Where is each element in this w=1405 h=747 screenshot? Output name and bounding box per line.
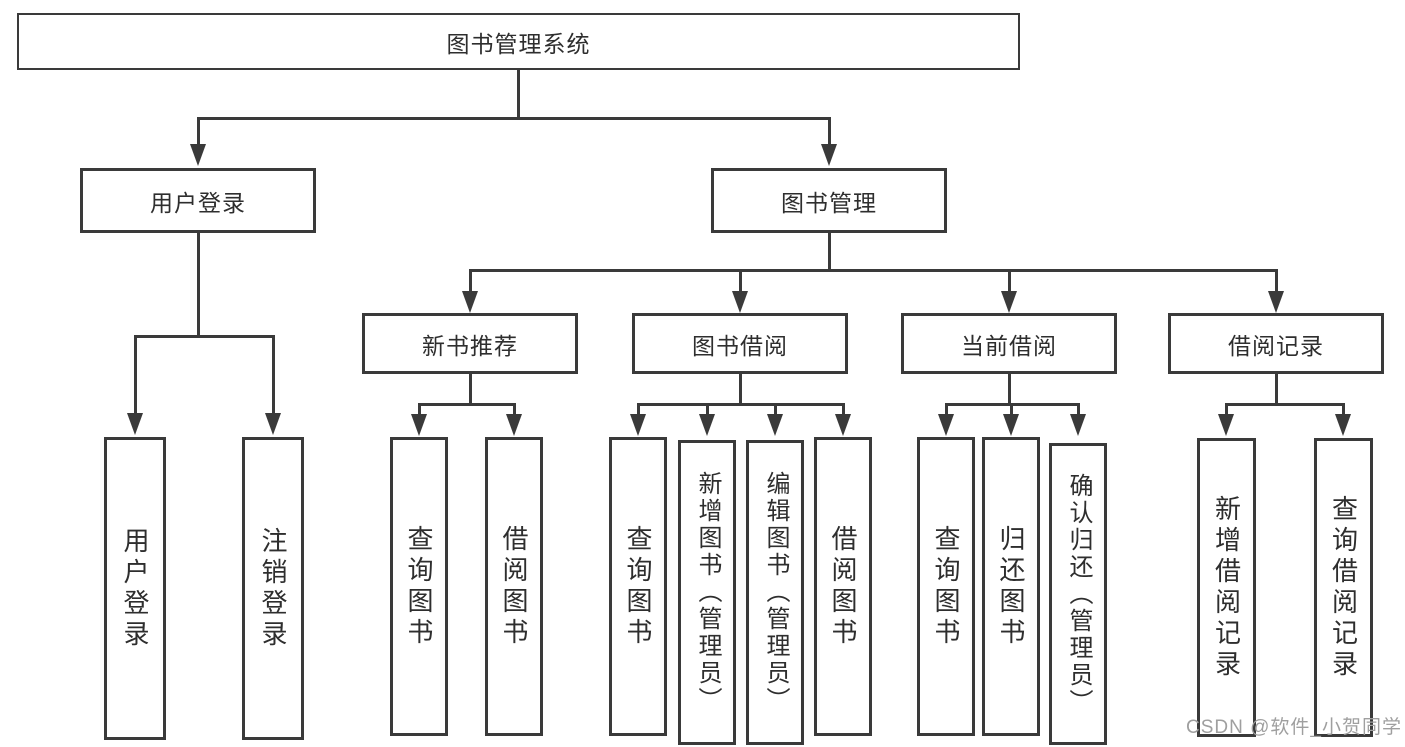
arrowhead-icon [462, 291, 478, 313]
node-new-book-recommend: 新书推荐 [362, 313, 578, 374]
connector-line [738, 374, 742, 406]
connector-line [468, 374, 472, 406]
node-borrow-records: 借阅记录 [1168, 313, 1384, 374]
connector-line [1076, 403, 1080, 416]
connector-line [512, 403, 516, 416]
connector-line [517, 69, 520, 119]
arrowhead-icon [1268, 291, 1284, 313]
connector-line [827, 117, 831, 150]
arrowhead-icon [506, 414, 522, 436]
arrowhead-icon [1001, 291, 1017, 313]
node-book-management: 图书管理 [711, 168, 947, 233]
leaf-user-login: 用户登录 [104, 437, 166, 740]
connector-line [1224, 403, 1345, 406]
node-user-login: 用户登录 [80, 168, 316, 233]
arrowhead-icon [821, 144, 837, 166]
leaf-query-books-3: 查询图书 [917, 437, 975, 736]
arrowhead-icon [835, 414, 851, 436]
arrowhead-icon [630, 414, 646, 436]
connector-line [827, 233, 831, 272]
connector-line [133, 335, 137, 415]
connector-line [841, 403, 845, 416]
arrowhead-icon [127, 413, 143, 435]
connector-line [196, 233, 200, 337]
arrowhead-icon [699, 414, 715, 436]
connector-line [1341, 403, 1345, 416]
connector-line [133, 335, 275, 338]
leaf-borrow-books-1: 借阅图书 [485, 437, 543, 736]
connector-line [1007, 269, 1011, 293]
connector-line [417, 403, 516, 406]
connector-line [944, 403, 948, 416]
arrowhead-icon [767, 414, 783, 436]
connector-line [738, 269, 742, 293]
arrowhead-icon [732, 291, 748, 313]
connector-line [196, 117, 200, 150]
connector-line [271, 335, 275, 415]
arrowhead-icon [265, 413, 281, 435]
arrowhead-icon [1003, 414, 1019, 436]
arrowhead-icon [1070, 414, 1086, 436]
node-root-system: 图书管理系统 [17, 13, 1020, 70]
connector-line [468, 269, 472, 293]
leaf-add-books-admin: 新增图书（管理员） [678, 440, 736, 745]
connector-line [1224, 403, 1228, 416]
leaf-edit-books-admin: 编辑图书（管理员） [746, 440, 804, 745]
csdn-watermark: CSDN @软件_小贺同学 [1186, 717, 1402, 738]
leaf-borrow-books-2: 借阅图书 [814, 437, 872, 736]
connector-line [1009, 403, 1013, 416]
connector-line [468, 269, 1278, 272]
arrowhead-icon [190, 144, 206, 166]
leaf-logout: 注销登录 [242, 437, 304, 740]
connector-line [1274, 269, 1278, 293]
connector-line [773, 403, 777, 416]
node-current-borrow: 当前借阅 [901, 313, 1117, 374]
arrowhead-icon [411, 414, 427, 436]
connector-line [636, 403, 640, 416]
connector-line [1274, 374, 1278, 406]
leaf-confirm-return-admin: 确认归还（管理员） [1049, 443, 1107, 745]
leaf-query-borrow-record: 查询借阅记录 [1314, 438, 1373, 737]
arrowhead-icon [938, 414, 954, 436]
arrowhead-icon [1335, 414, 1351, 436]
leaf-query-books-2: 查询图书 [609, 437, 667, 736]
node-book-borrow: 图书借阅 [632, 313, 848, 374]
connector-line [705, 403, 709, 416]
connector-line [417, 403, 421, 416]
arrowhead-icon [1218, 414, 1234, 436]
connector-line [196, 117, 831, 120]
leaf-add-borrow-record: 新增借阅记录 [1197, 438, 1256, 737]
connector-line [1007, 374, 1011, 406]
connector-line [636, 403, 845, 406]
leaf-query-books-1: 查询图书 [390, 437, 448, 736]
leaf-return-books: 归还图书 [982, 437, 1040, 736]
